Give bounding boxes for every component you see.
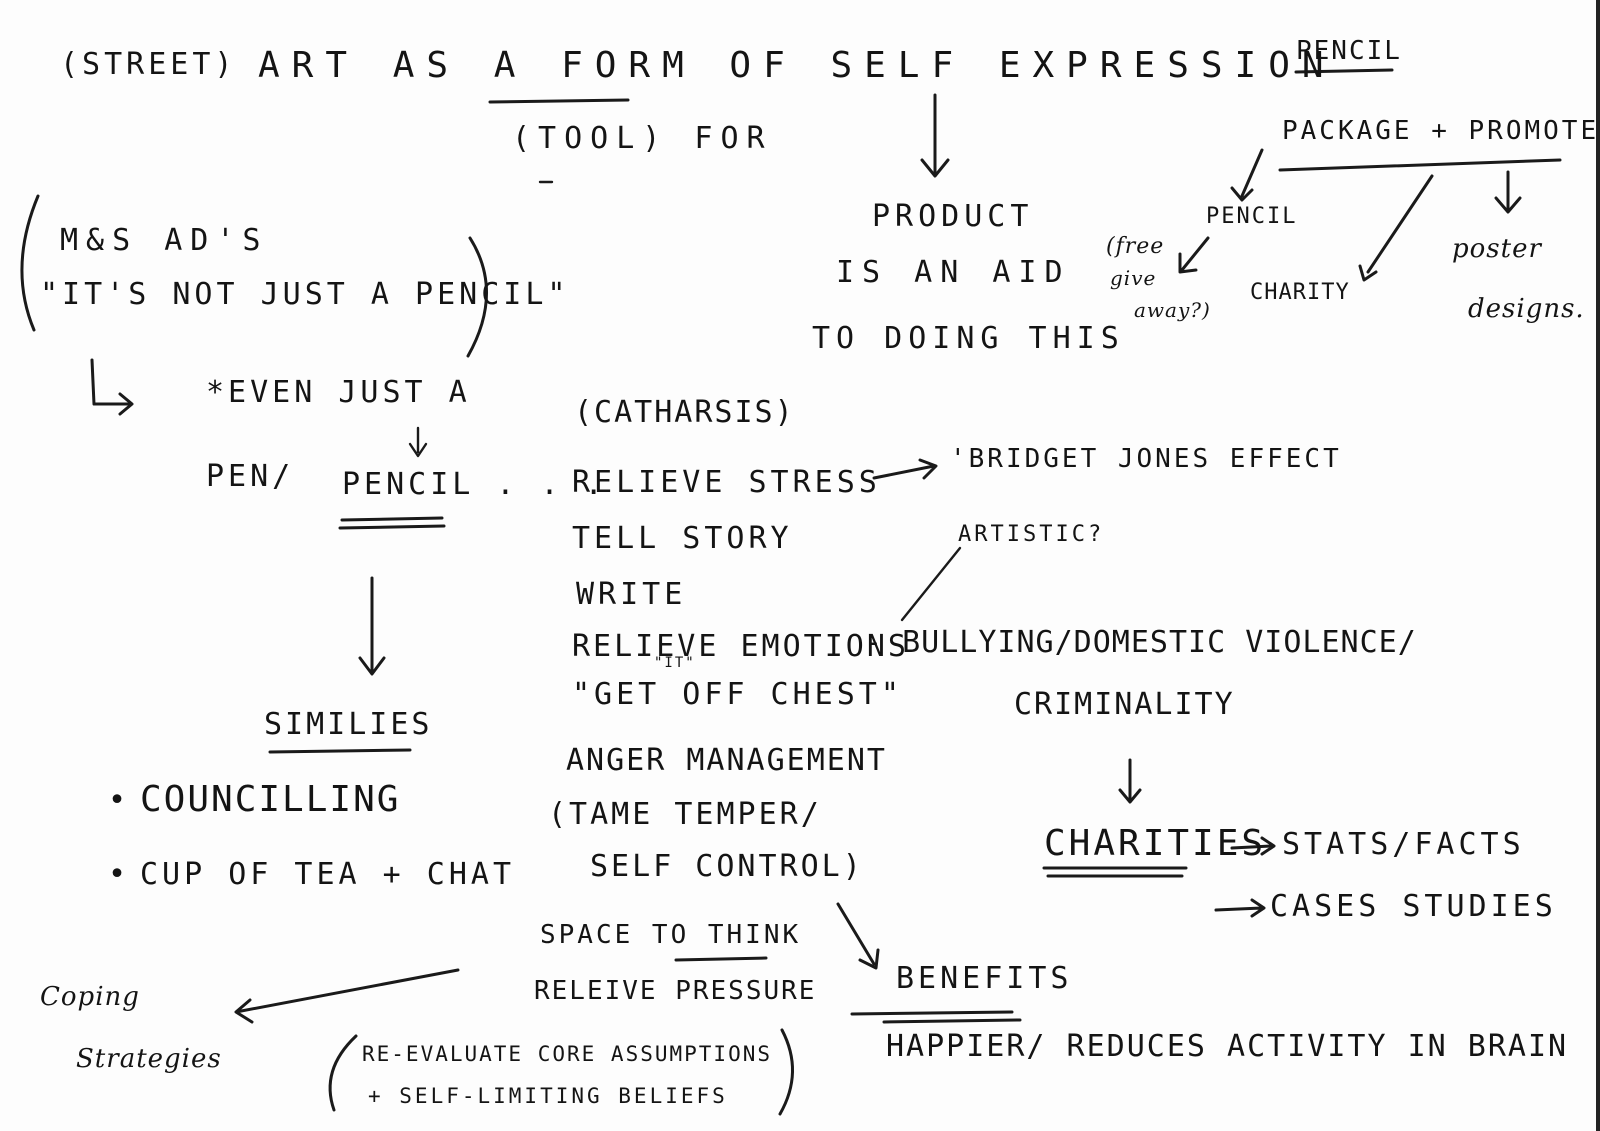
product-line-2: IS AN AID — [836, 255, 1071, 290]
even-just-a: *EVEN JUST A — [206, 375, 471, 410]
reevaluate-right-bracket — [778, 1028, 794, 1116]
title-line: ART AS A FORM OF SELF EXPRESSION — [258, 45, 1336, 86]
reevaluate-left-bracket — [328, 1034, 358, 1112]
arrow-to-free — [1178, 236, 1210, 274]
coping-word: Coping — [40, 982, 140, 1012]
designs-word: designs. — [1468, 294, 1585, 324]
use-relieve-emotions: RELIEVE EMOTIONS — [572, 629, 909, 664]
arrow-to-charities — [1118, 758, 1142, 804]
pencil-underline-1 — [340, 516, 444, 522]
poster-word: poster — [1452, 234, 1542, 264]
free-line-1: (free — [1106, 234, 1165, 259]
hook-arrow — [90, 358, 134, 416]
similies-heading: SIMILIES — [264, 707, 433, 742]
similies-bullet-2: • — [108, 857, 128, 892]
title-street: (STREET) — [60, 47, 237, 82]
pencil-label: PENCIL — [1206, 204, 1298, 229]
arrow-to-charity — [1358, 174, 1434, 282]
it-note: "IT" — [654, 655, 696, 671]
similies-item-1: COUNCILLING — [140, 779, 401, 820]
arrow-to-bridget — [872, 458, 938, 480]
charity: CHARITY — [1250, 280, 1350, 305]
similies-item-2: CUP OF TEA + CHAT — [140, 857, 516, 892]
benefits-underline-1 — [850, 1010, 1014, 1016]
benefits-underline-2 — [882, 1018, 1022, 1024]
product-line-3: TO DOING THIS — [812, 321, 1125, 356]
title-tool: (TOOL) FOR — [512, 121, 773, 156]
pencil-heading-underline — [1294, 68, 1394, 74]
similies-bullet-1: • — [108, 783, 128, 818]
arrow-to-similies — [358, 576, 386, 676]
arrow-to-benefits — [836, 902, 880, 970]
form-underline — [488, 98, 630, 104]
stats-facts: STATS/FACTS — [1282, 827, 1525, 862]
package-promote: PACKAGE + PROMOTE. — [1282, 116, 1600, 146]
use-write: WRITE — [576, 577, 687, 612]
charities-label: CHARITIES — [1044, 823, 1267, 864]
anger-line-3: SELF CONTROL) — [590, 849, 864, 884]
benefits-detail: HAPPIER/ REDUCES ACTIVITY IN BRAIN — [886, 1029, 1569, 1064]
cases-studies: CASES STUDIES — [1270, 889, 1557, 924]
think-underline — [674, 956, 768, 962]
arrow-into-pencil — [408, 426, 428, 458]
mfs-left-bracket — [20, 194, 40, 332]
mfs-line-2: "IT'S NOT JUST A PENCIL" — [40, 277, 570, 312]
catharsis: (CATHARSIS) — [574, 395, 795, 430]
free-line-2: give — [1110, 266, 1157, 290]
bridget-jones: 'BRIDGET JONES EFFECT — [950, 444, 1342, 474]
arrow-to-product — [920, 93, 950, 178]
anger-line-1: ANGER MANAGEMENT — [566, 743, 887, 778]
arrow-to-stats — [1230, 836, 1276, 856]
criminality: CRIMINALITY — [1014, 687, 1235, 722]
benefits-label: BENEFITS — [896, 961, 1073, 996]
similies-underline — [268, 748, 412, 754]
strategies-word: Strategies — [76, 1044, 222, 1074]
pen-word: PEN/ — [206, 459, 295, 494]
anger-line-2: (TAME TEMPER/ — [548, 797, 822, 832]
use-tell-story: TELL STORY — [572, 521, 793, 556]
bullying-line: - BULLYING/DOMESTIC VIOLENCE/ — [864, 625, 1417, 660]
use-get-off-chest: "GET OFF CHEST" — [572, 677, 903, 712]
releive-pressure: RELEIVE PRESSURE — [534, 976, 817, 1006]
package-underline — [1278, 158, 1562, 172]
arrow-to-pencil-label — [1230, 148, 1264, 202]
pencil-word: PENCIL . . . — [342, 467, 607, 502]
arrow-to-cases — [1214, 898, 1266, 918]
use-relieve-stress: RELIEVE STRESS — [572, 465, 881, 500]
pencil-heading: PENCIL — [1296, 36, 1402, 66]
reevaluate-line-1: RE-EVALUATE CORE ASSUMPTIONS — [362, 1042, 773, 1066]
arrow-to-poster — [1494, 170, 1522, 214]
artistic: ARTISTIC? — [958, 522, 1105, 547]
free-line-3: away?) — [1134, 298, 1211, 322]
mfs-line-1: M&S AD'S — [60, 223, 269, 258]
pencil-underline-2 — [338, 524, 446, 530]
reevaluate-line-2: + SELF-LIMITING BELIEFS — [368, 1084, 728, 1108]
product-line-1: PRODUCT — [872, 199, 1034, 234]
line-to-artistic — [900, 546, 962, 622]
mfs-right-bracket — [466, 236, 488, 358]
arrow-to-coping — [234, 968, 460, 1024]
space-to-think: SPACE TO THINK — [540, 920, 802, 950]
